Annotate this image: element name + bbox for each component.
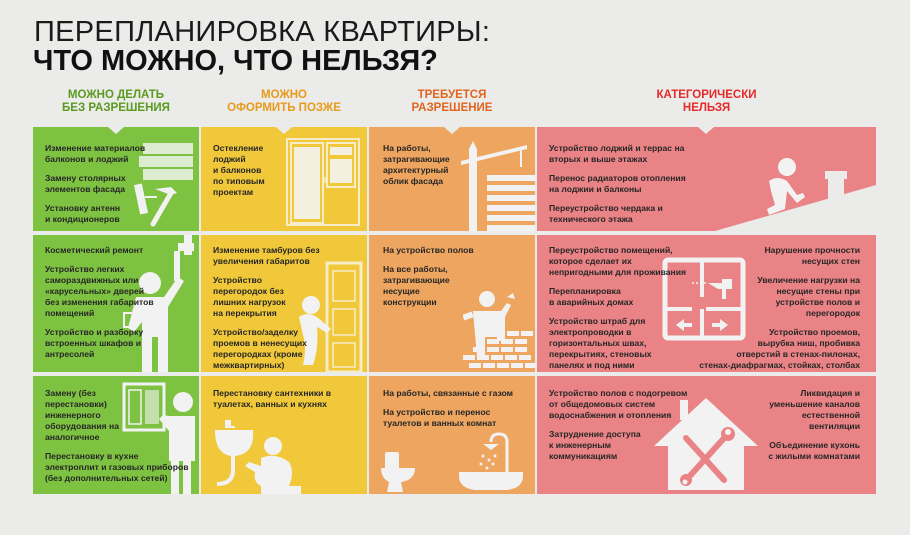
notch xyxy=(444,127,460,134)
painter-icon xyxy=(118,235,199,372)
door-worker-icon xyxy=(297,257,367,372)
cell-text-right: Нарушение прочности несущих стен Увеличе… xyxy=(660,245,860,372)
cell-text: Изменение материалов балконов и лоджий З… xyxy=(45,143,195,231)
crane-building-icon xyxy=(461,135,535,231)
title-line-1: ПЕРЕПЛАНИРОВКА КВАРТИРЫ: xyxy=(34,16,491,48)
item: Переустройство чердака и технического эт… xyxy=(549,203,663,224)
cell-text: Остекление лоджий и балконов по типовым … xyxy=(213,143,303,206)
cell-yellow-row1: Остекление лоджий и балконов по типовым … xyxy=(201,127,367,231)
item: Устройство проемов, вырубка ниш, пробивк… xyxy=(699,327,860,370)
cell-red-row1: Устройство лоджий и террас на вторых и в… xyxy=(537,127,876,231)
cell-text-left: Устройство полов с подогревом от общедом… xyxy=(549,388,719,470)
item: Устройство легких самораздвижных или «ка… xyxy=(45,264,154,318)
item: Устройство и разборку встроенных шкафов … xyxy=(45,327,144,359)
cell-text-left: Устройство лоджий и террас на вторых и в… xyxy=(549,143,749,231)
item: Ликвидация и уменьшение каналов естестве… xyxy=(769,388,860,431)
cell-text: На работы, затрагивающие архитектурный о… xyxy=(383,143,483,195)
item: Перенос радиаторов отопления на лоджии и… xyxy=(549,173,686,194)
notch xyxy=(698,127,714,134)
planks-hammer-icon xyxy=(133,139,199,229)
window-icon xyxy=(285,137,361,227)
heading-strictly-forbidden: КАТЕГОРИЧЕСКИ НЕЛЬЗЯ xyxy=(656,89,757,114)
cell-orange-row2: На устройство полов На все работы, затра… xyxy=(369,235,535,372)
house-tools-icon xyxy=(654,394,758,494)
cell-text: Перестановку сантехники в туалетах, ванн… xyxy=(213,388,365,418)
item: Устройство перегородок без лишних нагруз… xyxy=(213,275,286,318)
toilet-bathtub-icon xyxy=(379,432,529,494)
item: Остекление лоджий и балконов по типовым … xyxy=(213,143,265,197)
cell-text: На работы, связанные с газом На устройст… xyxy=(383,388,533,437)
item: Устройство полов с подогревом от общедом… xyxy=(549,388,688,420)
cell-text-left: Переустройство помещений, которое сделае… xyxy=(549,245,709,372)
item: На работы, затрагивающие архитектурный о… xyxy=(383,143,450,186)
item: Нарушение прочности несущих стен xyxy=(764,245,860,266)
item: На устройство и перенос туалетов и ванны… xyxy=(383,407,497,428)
item: На все работы, затрагивающие несущие кон… xyxy=(383,264,450,307)
item: Косметический ремонт xyxy=(45,245,144,255)
bricklayer-icon xyxy=(463,291,535,372)
cell-yellow-row2: Изменение тамбуров без увеличения габари… xyxy=(201,235,367,372)
cell-green-row3: Замену (без перестановки) инженерного об… xyxy=(33,376,199,494)
heading-register-later: МОЖНО ОФОРМИТЬ ПОЗЖЕ xyxy=(227,89,341,114)
item: Перестановку в кухне электроплит и газов… xyxy=(45,451,189,483)
plumber-sink-icon xyxy=(211,416,306,494)
cell-red-row2: Переустройство помещений, которое сделае… xyxy=(537,235,876,372)
item: На работы, связанные с газом xyxy=(383,388,514,398)
item: На устройство полов xyxy=(383,245,474,255)
cell-text: На устройство полов На все работы, затра… xyxy=(383,245,523,316)
cell-orange-row1: На работы, затрагивающие архитектурный о… xyxy=(369,127,535,231)
item: Устройство штраб для электропроводки в г… xyxy=(549,316,652,370)
item: Замену столярных элементов фасада xyxy=(45,173,126,194)
heading-permit-required: ТРЕБУЕТСЯ РАЗРЕШЕНИЕ xyxy=(411,89,493,114)
floor-plan-drill-icon xyxy=(662,257,746,341)
cell-orange-row3: На работы, связанные с газом На устройст… xyxy=(369,376,535,494)
item: Перепланировка в аварийных домах xyxy=(549,286,634,307)
heading-allowed-without-permit: МОЖНО ДЕЛАТЬ БЕЗ РАЗРЕШЕНИЯ xyxy=(62,89,170,114)
cell-yellow-row3: Перестановку сантехники в туалетах, ванн… xyxy=(201,376,367,494)
cell-red-row3: Устройство полов с подогревом от общедом… xyxy=(537,376,876,494)
item: Перестановку сантехники в туалетах, ванн… xyxy=(213,388,332,409)
item: Устройство лоджий и террас на вторых и в… xyxy=(549,143,685,164)
item: Изменение материалов балконов и лоджий xyxy=(45,143,146,164)
cell-text: Замену (без перестановки) инженерного об… xyxy=(45,388,199,492)
notch xyxy=(108,127,124,134)
roof-worker-icon xyxy=(715,157,876,231)
item: Изменение тамбуров без увеличения габари… xyxy=(213,245,320,266)
notch xyxy=(276,127,292,134)
item: Установку антенн и кондиционеров xyxy=(45,203,121,224)
cell-text: Изменение тамбуров без увеличения габари… xyxy=(213,245,363,372)
item: Объединение кухонь с жилыми комнатами xyxy=(768,440,860,461)
item: Переустройство помещений, которое сделае… xyxy=(549,245,687,277)
electric-panel-worker-icon xyxy=(121,382,199,494)
item: Увеличение нагрузки на несущие стены при… xyxy=(757,275,860,318)
cell-text: Косметический ремонт Устройство легких с… xyxy=(45,245,195,368)
cell-green-row1: Изменение материалов балконов и лоджий З… xyxy=(33,127,199,231)
item: Замену (без перестановки) инженерного об… xyxy=(45,388,120,442)
title-line-2: ЧТО МОЖНО, ЧТО НЕЛЬЗЯ? xyxy=(33,45,438,77)
item: Затруднение доступа к инженерным коммуни… xyxy=(549,429,641,461)
cell-text-right: Ликвидация и уменьшение каналов естестве… xyxy=(710,388,860,470)
cell-green-row2: Косметический ремонт Устройство легких с… xyxy=(33,235,199,372)
item: Устройство/заделку проемов в ненесущих п… xyxy=(213,327,307,370)
